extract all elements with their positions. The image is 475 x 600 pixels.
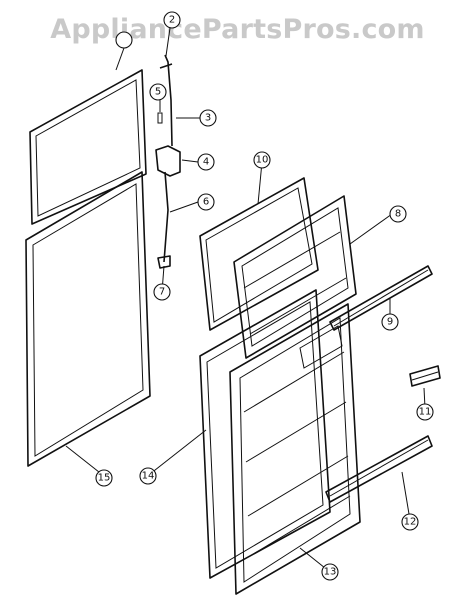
callout-10: 10 bbox=[253, 151, 271, 169]
callout-3: 3 bbox=[199, 109, 217, 127]
callout-7-label: 7 bbox=[159, 287, 165, 298]
callout-6: 6 bbox=[197, 193, 215, 211]
callout-9: 9 bbox=[381, 313, 399, 331]
freezer-door-liner bbox=[233, 195, 357, 359]
callout-11-label: 11 bbox=[419, 407, 432, 418]
callout-12-label: 12 bbox=[404, 517, 417, 528]
callout-10-label: 10 bbox=[256, 155, 269, 166]
callout-14-label: 14 bbox=[142, 471, 155, 482]
callout-9-label: 9 bbox=[387, 317, 393, 328]
callout-8: 8 bbox=[389, 205, 407, 223]
callout-4-label: 4 bbox=[203, 157, 209, 168]
callout-12: 12 bbox=[401, 513, 419, 531]
fresh-food-door-liner bbox=[229, 303, 361, 595]
callout-7: 7 bbox=[153, 283, 171, 301]
fresh-food-door-shelf bbox=[325, 435, 433, 503]
fresh-food-door-gasket bbox=[199, 289, 331, 579]
callout-15-label: 15 bbox=[98, 473, 111, 484]
watermark: AppliancePartsPros.com bbox=[50, 14, 425, 45]
callout-15: 15 bbox=[95, 469, 113, 487]
leader-lines bbox=[65, 27, 426, 573]
hinge-assembly bbox=[155, 54, 181, 269]
callout-4: 4 bbox=[197, 153, 215, 171]
freezer-door-gasket bbox=[199, 177, 319, 331]
callout-1 bbox=[115, 31, 133, 49]
callout-5: 5 bbox=[149, 83, 167, 101]
small-bracket bbox=[409, 365, 441, 387]
callout-14: 14 bbox=[139, 467, 157, 485]
callout-13: 13 bbox=[321, 563, 339, 581]
callout-6-label: 6 bbox=[203, 197, 209, 208]
callout-8-label: 8 bbox=[395, 209, 401, 220]
lower-door-gasket bbox=[25, 171, 151, 467]
upper-door-gasket bbox=[29, 69, 147, 225]
callout-3-label: 3 bbox=[205, 113, 211, 124]
freezer-door-shelf bbox=[329, 265, 433, 331]
callout-2-label: 2 bbox=[169, 15, 175, 26]
callout-5-label: 5 bbox=[155, 87, 161, 98]
callout-11: 11 bbox=[416, 403, 434, 421]
callout-13-label: 13 bbox=[324, 567, 337, 578]
callout-2: 2 bbox=[163, 11, 181, 29]
